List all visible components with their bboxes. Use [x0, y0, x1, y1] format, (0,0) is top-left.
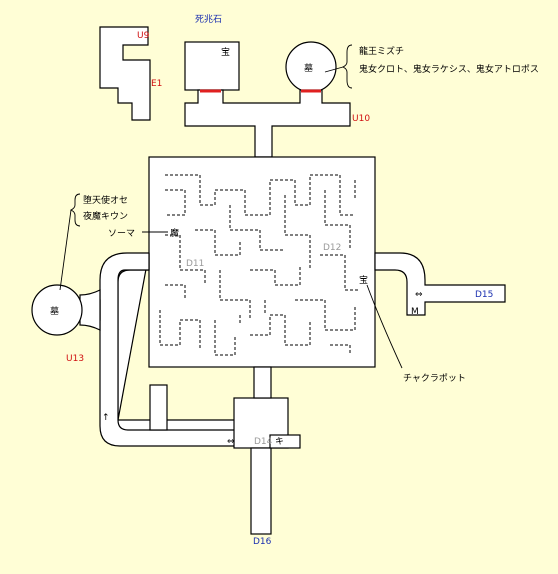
- e1-label: E1: [151, 79, 162, 89]
- shichouseki-label: 死兆石: [195, 14, 222, 25]
- tomb-left-label: 墓: [50, 305, 59, 317]
- lr-arrow-icon-right: ⇔: [415, 290, 423, 300]
- corridor-down-from-maze: [253, 366, 272, 399]
- ma-label: 魔: [170, 227, 179, 239]
- ryuou-label: 龍王ミズチ: [359, 45, 404, 57]
- u9-label: U9: [137, 31, 150, 41]
- pointer-tomb-left: [59, 209, 72, 291]
- ki-label: キ: [275, 437, 284, 447]
- soma-label: ソーマ: [108, 229, 135, 239]
- d11-label: D11: [186, 259, 204, 269]
- brace-right: [341, 44, 353, 89]
- u13-corridor: [79, 289, 101, 331]
- right-corridor: [374, 252, 506, 316]
- u10-label: U10: [352, 114, 370, 124]
- m-label: M: [411, 307, 419, 317]
- chakra-label: チャクラポット: [403, 373, 466, 384]
- u9-room: [99, 26, 151, 121]
- yama-label: 夜魔キウン: [83, 210, 128, 222]
- left-corridor-main: [99, 252, 236, 447]
- kijo-label: 鬼女クロト、鬼女ラケシス、鬼女アトロポス: [359, 63, 539, 75]
- tomb-room-left: [31, 284, 83, 336]
- d15-label: D15: [475, 290, 493, 300]
- pointer-tomb-top: [324, 66, 344, 73]
- d14-label: D14: [254, 437, 273, 447]
- treasure-room-top: [184, 41, 240, 91]
- up-arrow-icon: ↑: [102, 413, 110, 423]
- brace-left: [69, 193, 81, 227]
- pointer-chakra: [366, 284, 403, 369]
- treasure-top-label: 宝: [221, 46, 230, 58]
- top-corridor: [184, 89, 351, 158]
- tomb-top-label: 墓: [304, 62, 313, 74]
- maze-paths: [159, 174, 360, 356]
- corridor-to-d16: [250, 447, 272, 535]
- corridor-right-of-d14: [269, 434, 301, 449]
- d16-label: D16: [253, 537, 272, 547]
- u13-label: U13: [66, 354, 84, 364]
- small-stub: [149, 384, 168, 431]
- lr-arrow-icon: ⇔: [227, 437, 235, 447]
- datenshi-label: 堕天使オセ: [83, 194, 128, 206]
- treasure-right-label: 宝: [359, 274, 368, 286]
- d12-label: D12: [323, 243, 341, 253]
